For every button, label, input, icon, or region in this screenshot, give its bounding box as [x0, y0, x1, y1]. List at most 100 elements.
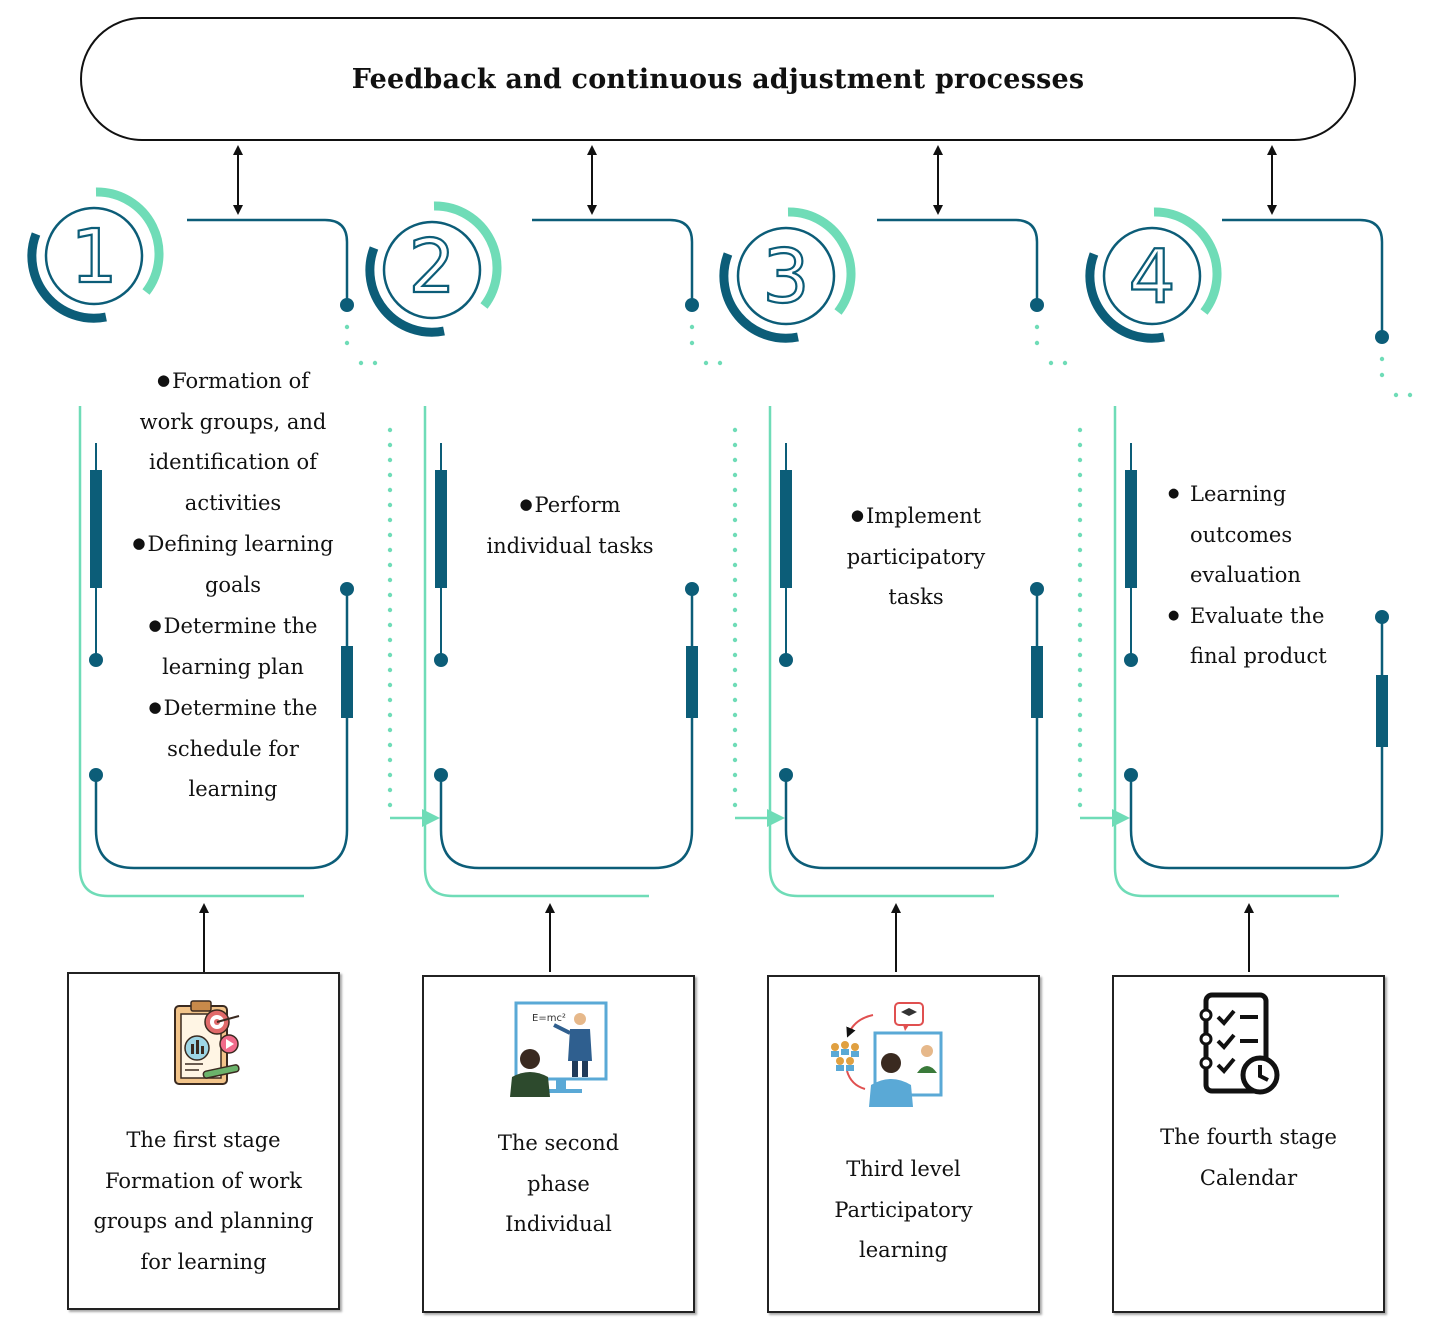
transition-dot-3 [1077, 547, 1083, 553]
transition-dot-3 [1077, 712, 1083, 718]
stage-4-number: 4 [1128, 234, 1175, 320]
stage-1-top-connector [187, 218, 349, 305]
stage-4-left-bar [1125, 470, 1137, 588]
transition-dot-2 [732, 532, 738, 538]
stage-2-bullets: Perform individual tasks [478, 484, 662, 566]
transition-dot-2 [732, 772, 738, 778]
banner-title: Feedback and continuous adjustment proce… [351, 63, 1085, 95]
stage-2-right-bar [686, 646, 698, 718]
transition-dot-1 [387, 487, 393, 493]
stage-4-caption-line2: Calendar [1199, 1165, 1298, 1190]
stage-4-left-dot-mid [1124, 653, 1138, 667]
stage-4-mint-frame [1113, 406, 1339, 898]
stage-2-mint-arc [433, 201, 502, 309]
stage-3-top-connector [877, 218, 1039, 305]
stage-4-mint-arc [1153, 207, 1222, 315]
stage-1-caption: The first stage Formation of work groups… [69, 1120, 338, 1282]
transition-dot-1 [387, 757, 393, 763]
stage-2-bullet-1: Perform individual tasks [478, 484, 662, 566]
transition-dot-2 [732, 802, 738, 808]
online-collaboration-icon [831, 1002, 943, 1107]
transition-dot-3 [1077, 427, 1083, 433]
transition-dot-2 [732, 712, 738, 718]
stage-3-caption: Third level Participatory learning [769, 1149, 1038, 1271]
stage-2-bottom-frame [439, 589, 694, 870]
transition-dot-2 [732, 442, 738, 448]
transition-dot-3 [1077, 472, 1083, 478]
checklist-calendar-icon [1199, 992, 1280, 1095]
stage-3-bullets: Implement participatory tasks [834, 495, 998, 618]
stage-3-trail-dot [1034, 340, 1040, 346]
stage-2-top-connector [532, 218, 694, 305]
stage-3-bottom-frame [784, 589, 1039, 870]
transition-dot-1 [387, 532, 393, 538]
stage-2-caption: The second phase Individual [424, 1123, 693, 1245]
transition-dot-1 [387, 622, 393, 628]
stage-4-caption: The fourth stage Calendar [1114, 1117, 1383, 1198]
transition-dot-2 [732, 592, 738, 598]
stage-2-right-dot [685, 582, 699, 596]
stage-1-top-right-dot [340, 298, 354, 312]
transition-dot-3 [1077, 457, 1083, 463]
stage-3-number-circle [736, 226, 836, 326]
stage-3-mint-arc [787, 207, 856, 315]
stage-2-trail-dot [689, 324, 695, 330]
transition-dot-3 [1077, 487, 1083, 493]
transition-dot-1 [387, 592, 393, 598]
stage-4-right-bar [1376, 675, 1388, 747]
stage-1-bullet-4: Determine the schedule for learning [128, 687, 338, 810]
transition-dot-1 [387, 457, 393, 463]
transition-dot-3 [1077, 622, 1083, 628]
transition-dot-1 [387, 562, 393, 568]
transition-dot-1 [387, 427, 393, 433]
stage-2-caption-line2: Individual [505, 1212, 612, 1236]
stage-2-trail-dot [689, 340, 695, 346]
stage-4-right-dot [1375, 610, 1389, 624]
stage-2-caption-line1: The second phase [497, 1131, 620, 1196]
stage-2-trail-dot [703, 360, 709, 366]
stage-1-caption-line2: Formation of work groups and planning fo… [93, 1168, 314, 1274]
stage-1-trail-dot [344, 324, 350, 330]
transition-dot-3 [1077, 697, 1083, 703]
stage-4-bullet-2: Evaluate the final product [1168, 596, 1354, 677]
stage-4-caption-line1: The fourth stage [1160, 1125, 1337, 1149]
transition-dot-3 [1077, 652, 1083, 658]
transition-dot-1 [387, 442, 393, 448]
transition-dot-3 [1077, 502, 1083, 508]
transition-dot-3 [1077, 592, 1083, 598]
stage-3-dark-arc [719, 252, 799, 343]
stage-1-number: 1 [70, 214, 117, 300]
stage-3-caption-line2: Participatory learning [834, 1197, 973, 1263]
transition-dot-1 [387, 637, 393, 643]
stage-1-bullet-1: Formation of work groups, and identifica… [128, 360, 338, 523]
stage-3-trail-dot [1062, 360, 1068, 366]
stage-2-left-bar [435, 470, 447, 588]
stage-2-number: 2 [408, 224, 455, 310]
stage-1-right-dot [340, 582, 354, 596]
stage-4-bullet-1: Learning outcomes evaluation [1168, 474, 1354, 596]
stage-1-right-bar [341, 646, 353, 718]
stage-3-caption-line1: Third level [846, 1157, 961, 1181]
transition-dot-1 [387, 667, 393, 673]
stage-4-trail-dot [1407, 392, 1413, 398]
transition-dot-3 [1077, 562, 1083, 568]
transition-dot-2 [732, 787, 738, 793]
stage-2-top-right-dot [685, 298, 699, 312]
stage-1-mint-frame [78, 406, 304, 898]
transition-dot-2 [732, 727, 738, 733]
transition-dot-3 [1077, 682, 1083, 688]
stage-3-box: Third level Participatory learning [767, 975, 1040, 1313]
stage-2-number-circle [382, 220, 482, 320]
stage-3-left-dot-mid [779, 653, 793, 667]
stage-1-mint-arc [95, 187, 164, 295]
transition-dot-2 [732, 637, 738, 643]
stage-2-trail-dot [717, 360, 723, 366]
transition-dot-1 [387, 472, 393, 478]
transition-dot-2 [732, 757, 738, 763]
transition-dot-3 [1077, 607, 1083, 613]
stage-4-bullets: Learning outcomes evaluation Evaluate th… [1168, 474, 1354, 677]
stage-2-box: E=mc² The second phase Individual [422, 975, 695, 1313]
transition-dot-3 [1077, 667, 1083, 673]
stage-4-trail-dot [1379, 372, 1385, 378]
